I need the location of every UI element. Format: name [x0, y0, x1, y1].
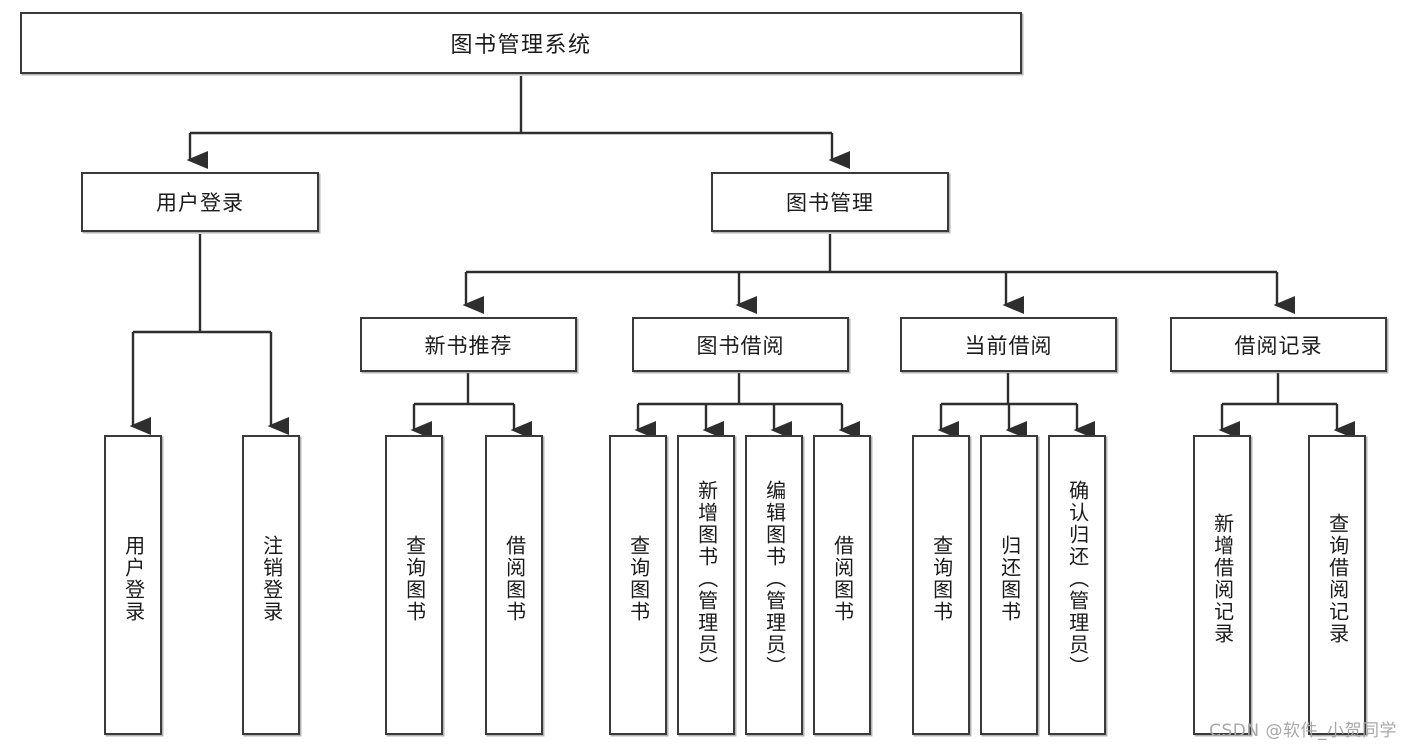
- node-book-borrow[interactable]: 图书借阅: [632, 317, 849, 372]
- node-current-borrow[interactable]: 当前借阅: [900, 317, 1117, 372]
- leaf-logout[interactable]: 注销登录: [242, 435, 300, 735]
- node-label: 用户登录: [156, 191, 244, 215]
- node-label: 当前借阅: [964, 333, 1053, 358]
- leaf-current-return-book[interactable]: 归还图书: [980, 435, 1038, 735]
- watermark: CSDN @软件_小贺同学: [1209, 721, 1397, 741]
- leaf-borrow-edit-book[interactable]: 编辑图书（管理员）: [745, 435, 803, 735]
- node-label: 查询图书: [626, 535, 651, 623]
- node-new-book-recommend[interactable]: 新书推荐: [360, 317, 577, 372]
- node-label: 新书推荐: [424, 333, 513, 358]
- leaf-newbook-query-book[interactable]: 查询图书: [385, 435, 443, 735]
- node-label: 确认归还（管理员）: [1065, 480, 1090, 678]
- leaf-record-add-record[interactable]: 新增借阅记录: [1193, 435, 1251, 735]
- node-label: 查询图书: [402, 535, 427, 623]
- node-label: 图书管理系统: [450, 33, 592, 58]
- node-label: 查询图书: [929, 535, 954, 623]
- leaf-current-confirm-return[interactable]: 确认归还（管理员）: [1048, 435, 1106, 735]
- node-label: 查询借阅记录: [1325, 513, 1350, 645]
- node-book-management[interactable]: 图书管理: [711, 172, 949, 232]
- node-borrow-record[interactable]: 借阅记录: [1170, 317, 1387, 372]
- node-root-system[interactable]: 图书管理系统: [20, 12, 1022, 74]
- node-label: 图书管理: [786, 191, 874, 215]
- node-label: 借阅记录: [1234, 333, 1323, 358]
- node-label: 图书借阅: [696, 333, 785, 358]
- leaf-user-login[interactable]: 用户登录: [104, 435, 162, 735]
- node-label: 编辑图书（管理员）: [762, 480, 787, 678]
- leaf-borrow-add-book[interactable]: 新增图书（管理员）: [677, 435, 735, 735]
- node-label: 借阅图书: [830, 535, 855, 623]
- node-user-login[interactable]: 用户登录: [81, 172, 319, 232]
- node-label: 归还图书: [997, 535, 1022, 623]
- leaf-current-query-book[interactable]: 查询图书: [912, 435, 970, 735]
- node-label: 借阅图书: [502, 535, 527, 623]
- leaf-newbook-borrow-book[interactable]: 借阅图书: [485, 435, 543, 735]
- leaf-record-query-record[interactable]: 查询借阅记录: [1308, 435, 1366, 735]
- node-label: 注销登录: [259, 535, 284, 623]
- node-label: 新增图书（管理员）: [694, 480, 719, 678]
- leaf-borrow-borrow-book[interactable]: 借阅图书: [813, 435, 871, 735]
- leaf-borrow-query-book[interactable]: 查询图书: [609, 435, 667, 735]
- node-label: 用户登录: [121, 535, 146, 623]
- node-label: 新增借阅记录: [1210, 513, 1235, 645]
